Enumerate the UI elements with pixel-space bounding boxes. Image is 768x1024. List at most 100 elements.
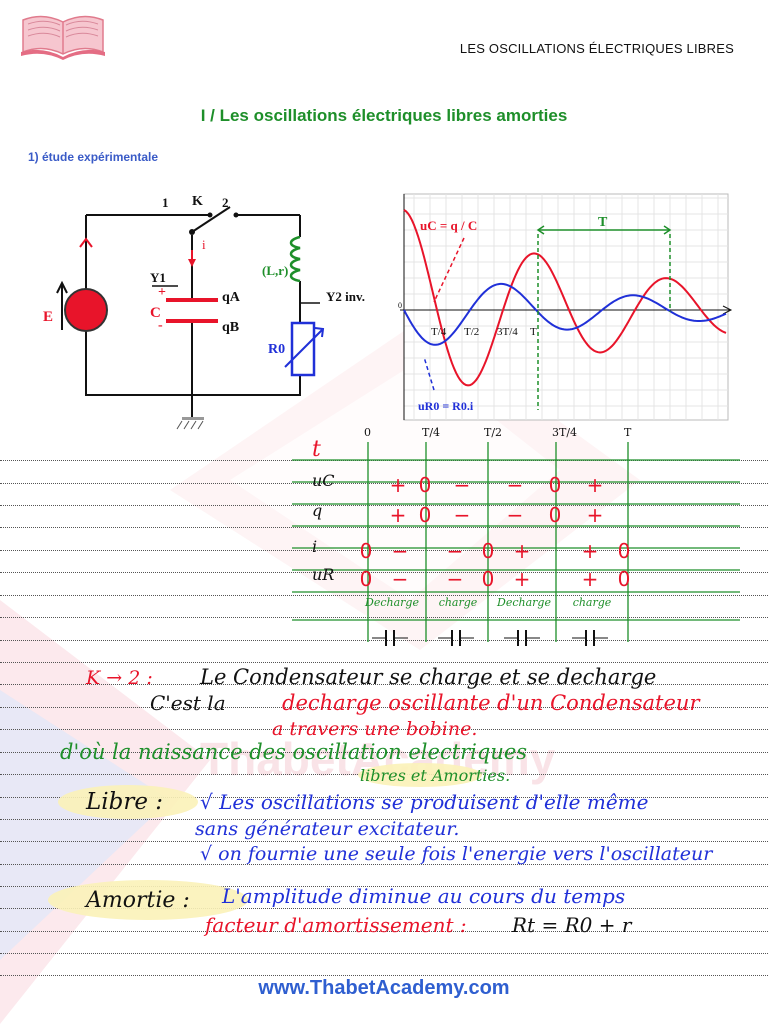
ruled-line (0, 931, 768, 933)
table-cell: 0 (549, 473, 562, 497)
table-cell: − (507, 503, 524, 527)
table-cell: − (507, 473, 524, 497)
ruled-line (0, 819, 768, 821)
col-label: T/2 (484, 426, 502, 439)
ruled-line (0, 617, 768, 619)
ruled-line (0, 483, 768, 485)
header-title: LES OSCILLATIONS ÉLECTRIQUES LIBRES (459, 41, 734, 56)
table-cell: − (454, 503, 471, 527)
phase-label: charge (439, 596, 478, 609)
ruled-line (0, 527, 768, 529)
table-cell: − (447, 539, 464, 563)
table-cell: + (390, 473, 407, 497)
libre-def-1: √ Les oscillations se produisent d'elle … (200, 790, 648, 814)
note-line2: decharge oscillante d'un Condensateur (282, 691, 701, 715)
amortie-def-1: L'amplitude diminue au cours du temps (221, 884, 625, 908)
subsection-title: 1) étude expérimentale (28, 150, 159, 164)
table-cell: − (454, 473, 471, 497)
col-label: 3T/4 (552, 426, 577, 439)
note-line2-prefix: C'est la (150, 691, 226, 715)
row-label: t (312, 437, 321, 462)
switch-pos1: 1 (162, 195, 169, 210)
libre-def-2: sans générateur excitateur. (195, 818, 459, 840)
ruled-line (0, 953, 768, 955)
ur-curve (403, 282, 727, 346)
table-cell: 0 (618, 567, 631, 591)
ruled-line (0, 797, 768, 799)
footer-url[interactable]: www.ThabetAcademy.com (258, 977, 510, 999)
graph-tick-label: T/4 (431, 326, 447, 338)
ruled-line (0, 975, 768, 977)
capacitor-label: C (150, 305, 161, 321)
term-libre: Libre : (85, 789, 163, 815)
col-label: 0 (364, 426, 371, 439)
coil-label: (L,r) (262, 263, 288, 278)
ruled-line (0, 729, 768, 731)
ruled-line (0, 841, 768, 843)
table-cell: 0 (419, 503, 432, 527)
book-icon (21, 15, 105, 60)
ruled-line (0, 640, 768, 642)
ruled-line (0, 707, 768, 709)
table-cell: 0 (549, 503, 562, 527)
col-label: T (624, 426, 632, 439)
col-label: T/4 (422, 426, 440, 439)
table-cell: + (514, 567, 531, 591)
graph-tick-label: 3T/4 (497, 326, 518, 338)
libre-def-3: √ on fournie une seule fois l'energie ve… (200, 843, 714, 865)
table-cell: + (582, 567, 599, 591)
ruled-line (0, 572, 768, 574)
period-label: T (598, 215, 608, 230)
table-cell: + (390, 503, 407, 527)
plus-sign: + (158, 285, 166, 300)
source-label: E (43, 309, 53, 325)
graph-tick-label: T/2 (464, 326, 479, 338)
y1-label: Y1 (150, 270, 166, 285)
ruled-line (0, 662, 768, 664)
table-cell: − (392, 567, 409, 591)
table-cell: 0 (482, 539, 495, 563)
phase-label: Decharge (496, 596, 551, 609)
y2-label: Y2 inv. (326, 289, 365, 304)
table-cell: + (582, 539, 599, 563)
amortie-def-2: facteur d'amortissement : (203, 913, 467, 937)
switch-label: K (192, 194, 203, 209)
phase-label: charge (573, 596, 612, 609)
table-cell: − (392, 539, 409, 563)
uc-label: uC = q / C (420, 218, 477, 233)
graph-tick-label: T (530, 326, 537, 338)
row-label: i (312, 537, 317, 556)
switch-pos2: 2 (222, 195, 229, 210)
ruled-line (0, 752, 768, 754)
graph-origin: 0 (398, 301, 402, 310)
charge-a-label: qA (222, 290, 241, 305)
row-label: uR (312, 565, 334, 584)
section-title: I / Les oscillations électriques libres … (200, 106, 568, 125)
ruled-line (0, 908, 768, 910)
table-cell: 0 (618, 539, 631, 563)
row-label: q (312, 501, 322, 520)
note-line4: d'où la naissance des oscillation electr… (60, 740, 527, 764)
table-cell: + (587, 473, 604, 497)
table-cell: 0 (482, 567, 495, 591)
minus-sign: - (158, 318, 163, 333)
ruled-line (0, 595, 768, 597)
ruled-line (0, 864, 768, 866)
table-cell: 0 (419, 473, 432, 497)
note-line3: a travers une bobine. (272, 718, 477, 740)
table-cell: 0 (360, 567, 373, 591)
handwritten-notes: K → 2 : Le Condensateur se charge et se … (48, 665, 714, 937)
resistor-label: R0 (268, 342, 285, 357)
phase-label: Decharge (364, 596, 419, 609)
ruled-line (0, 684, 768, 686)
ruled-line (0, 886, 768, 888)
table-cell: + (587, 503, 604, 527)
charge-b-label: qB (222, 320, 239, 335)
term-amortie: Amortie : (84, 888, 190, 913)
current-label: i (202, 237, 206, 252)
circuit-diagram: K 1 2 i E C + - qA qB Y1 Y2 inv. (L,r) R… (43, 194, 365, 430)
uc-curve (403, 209, 727, 387)
note-k-switch: K → 2 : (85, 667, 153, 689)
